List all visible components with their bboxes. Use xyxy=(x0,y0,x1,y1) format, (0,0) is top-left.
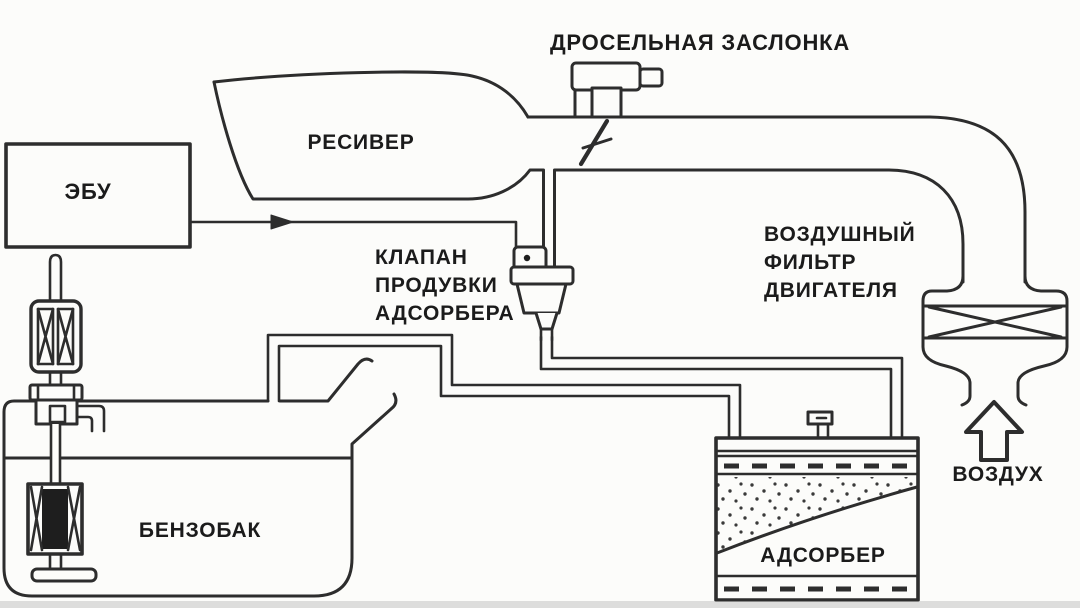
bottom-edge-artifact xyxy=(0,601,1080,608)
filler-neck-shape xyxy=(278,357,374,403)
fuel-tank-shape xyxy=(2,357,398,598)
wire-arrow-icon xyxy=(270,214,294,230)
fuel-pump-shape xyxy=(26,422,98,583)
label-purge-valve-line2: ПРОДУВКИ xyxy=(375,274,498,297)
intake-duct xyxy=(526,115,1027,284)
label-adsorber: АДСОРБЕР xyxy=(760,544,886,567)
ecu-wire xyxy=(188,214,518,250)
label-air-filter-line3: ДВИГАТЕЛЯ xyxy=(764,279,898,302)
label-air-filter-line1: ВОЗДУШНЫЙ xyxy=(764,223,916,246)
label-receiver: РЕСИВЕР xyxy=(307,131,415,154)
label-throttle-valve: ДРОСЕЛЬНАЯ ЗАСЛОНКА xyxy=(549,30,851,55)
purge-to-adsorber-pipe xyxy=(539,335,904,440)
air-filter-shape xyxy=(921,274,1069,407)
throttle-plate-icon xyxy=(578,118,610,167)
adsorber-vent-stub-icon xyxy=(806,410,834,440)
label-purge-valve: КЛАПАН ПРОДУВКИ АДСОРБЕРА xyxy=(375,244,515,328)
adsorber-shape xyxy=(714,410,920,602)
tank-vapor-pipe xyxy=(266,333,742,440)
valve-connector-dot-icon xyxy=(523,254,531,262)
label-purge-valve-line1: КЛАПАН xyxy=(375,246,468,269)
tank-vent-module-shape xyxy=(28,253,106,433)
ecu-box-shape xyxy=(4,142,192,249)
label-engine-air-filter: ВОЗДУШНЫЙ ФИЛЬТР ДВИГАТЕЛЯ xyxy=(764,221,916,305)
filter-element-icon xyxy=(927,305,1063,339)
throttle-body-shape xyxy=(570,61,664,167)
label-air: ВОЗДУХ xyxy=(952,463,1044,486)
label-purge-valve-line3: АДСОРБЕРА xyxy=(375,302,515,325)
label-fuel-tank: БЕНЗОБАК xyxy=(138,519,262,542)
air-arrow-icon xyxy=(964,400,1024,462)
receiver-shape xyxy=(212,70,545,270)
label-ecu: ЭБУ xyxy=(64,179,112,204)
purge-valve-shape xyxy=(509,245,575,342)
tank-fitting-shape xyxy=(75,404,106,433)
label-air-filter-line2: ФИЛЬТР xyxy=(764,251,857,274)
